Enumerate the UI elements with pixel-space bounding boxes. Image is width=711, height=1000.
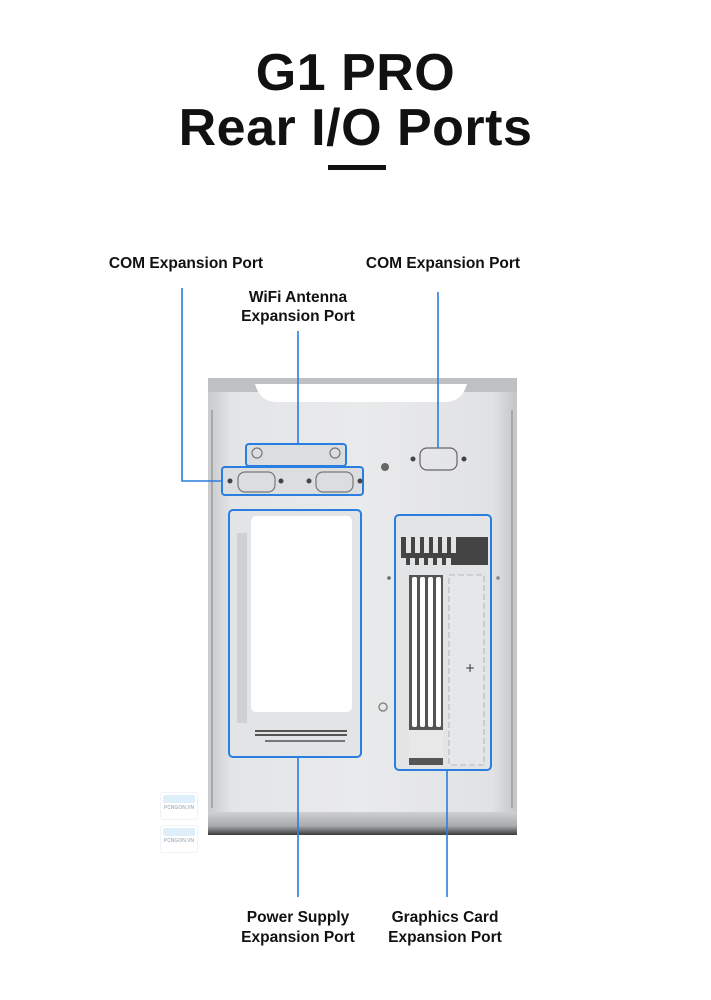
gpu-label-line-2: Expansion Port [388, 929, 502, 946]
wifi-label-line-1: WiFi Antenna [248, 289, 348, 306]
title-underline [328, 165, 386, 170]
com-left-ports [221, 466, 364, 496]
watermark: PCNGON.VN [160, 825, 198, 853]
wifi-label-line-2: Expansion Port [241, 308, 355, 325]
watermark-text: PCNGON.VN [163, 805, 195, 811]
callout-lines [181, 288, 448, 897]
psu-label-line-1: Power Supply [246, 909, 350, 926]
wifi-antenna-port [245, 443, 347, 467]
watermark-text: PCNGON.VN [163, 838, 195, 844]
com-right-label: COM Expansion Port [365, 255, 521, 272]
gpu-label-line-1: Graphics Card [391, 909, 499, 926]
com-left-callout-line [181, 288, 222, 482]
watermark: PCNGON.VN [160, 792, 198, 820]
svg-text:+: + [465, 661, 475, 675]
psu-label-line-2: Expansion Port [241, 929, 355, 946]
power-supply-port [228, 509, 362, 758]
graphics-card-port: + [394, 514, 492, 771]
title-line-2: Rear I/O Ports [178, 99, 533, 157]
com-left-label: COM Expansion Port [108, 255, 264, 272]
title-line-1: G1 PRO [255, 44, 456, 102]
com-right-port [410, 447, 467, 471]
